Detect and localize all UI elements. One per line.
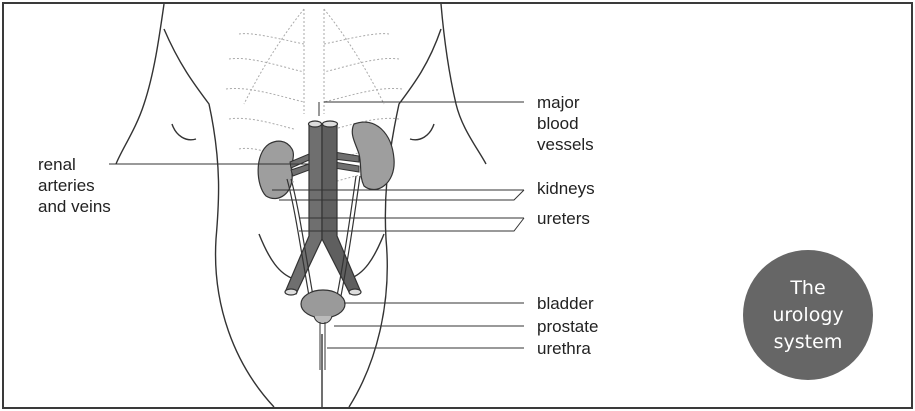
major-blood-vessels: [285, 121, 361, 295]
bladder-organ: [301, 290, 345, 318]
prostate-organ: [314, 316, 332, 324]
label-urethra: urethra: [537, 338, 591, 359]
body-outline: [116, 4, 486, 407]
label-ureters: ureters: [537, 208, 590, 229]
label-prostate: prostate: [537, 316, 598, 337]
label-kidneys: kidneys: [537, 178, 595, 199]
urology-system-badge: The urology system: [743, 250, 873, 380]
label-major-blood-vessels: major blood vessels: [537, 92, 594, 155]
label-renal-arteries-veins: renal arteries and veins: [38, 154, 111, 217]
label-bladder: bladder: [537, 293, 594, 314]
